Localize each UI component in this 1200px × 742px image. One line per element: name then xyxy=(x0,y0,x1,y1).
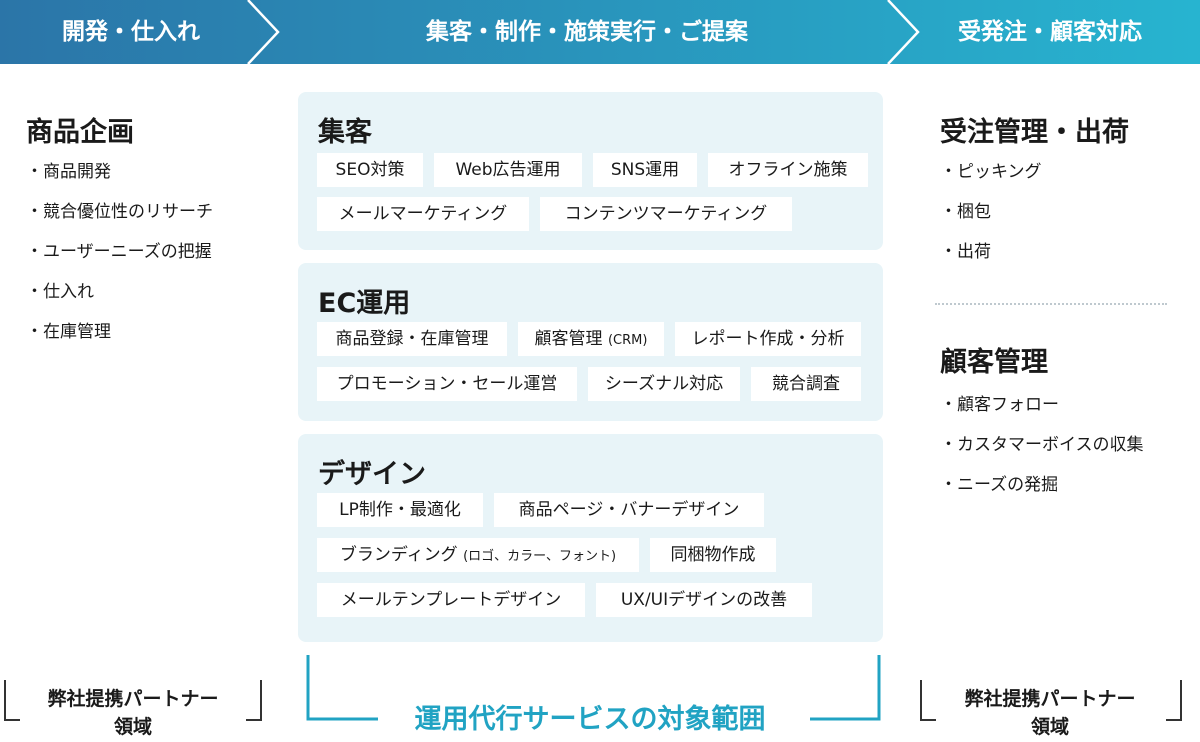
partner-label-line2: 領域 xyxy=(1030,716,1069,738)
left-column-title: 商品企画 xyxy=(26,117,134,148)
stage-develop-label: 開発・仕入れ xyxy=(62,19,200,45)
right-partner-label: 弊社提携パートナー 領域 xyxy=(925,685,1175,741)
service-tag: プロモーション・セール運営 xyxy=(317,367,577,401)
service-tag: Web広告運用 xyxy=(434,153,582,187)
service-tag: 商品ページ・バナーデザイン xyxy=(494,493,764,527)
panel-ec-operation: EC運用 商品登録・在庫管理 顧客管理 (CRM) レポート作成・分析 プロモー… xyxy=(298,263,883,421)
panel-design: デザイン LP制作・最適化 商品ページ・バナーデザイン ブランディング (ロゴ、… xyxy=(298,434,883,642)
list-item: カスタマーボイスの収集 xyxy=(940,425,1144,465)
list-item: 競合優位性のリサーチ xyxy=(26,192,213,232)
list-item: 仕入れ xyxy=(26,272,213,312)
list-item: ニーズの発掘 xyxy=(940,465,1144,505)
process-header: 開発・仕入れ 集客・制作・施策実行・ご提案 受発注・顧客対応 xyxy=(0,0,1200,64)
panel-title: EC運用 xyxy=(318,288,411,319)
left-partner-label: 弊社提携パートナー 領域 xyxy=(10,685,256,741)
tag-note: (ロゴ、カラー、フォント) xyxy=(463,549,617,564)
scope-label: 運用代行サービスの対象範囲 xyxy=(414,704,766,735)
list-item: 出荷 xyxy=(940,232,1042,272)
tag-text: 顧客管理 xyxy=(534,329,603,349)
partner-label-line2: 領域 xyxy=(113,716,152,738)
scope-bracket xyxy=(306,655,881,721)
stage-marketing-label: 集客・制作・施策実行・ご提案 xyxy=(426,19,748,45)
process-arrow-graphic xyxy=(0,0,1200,64)
list-item: 商品開発 xyxy=(26,152,213,192)
service-tag: 商品登録・在庫管理 xyxy=(317,322,507,356)
list-item: ピッキング xyxy=(940,152,1042,192)
service-tag: SEO対策 xyxy=(317,153,423,187)
service-tag: メールマーケティング xyxy=(317,197,529,231)
service-tag: メールテンプレートデザイン xyxy=(317,583,585,617)
service-tag: UX/UIデザインの改善 xyxy=(596,583,812,617)
right-partner-bracket xyxy=(920,680,1182,721)
list-item: ユーザーニーズの把握 xyxy=(26,232,213,272)
chevron-divider-1 xyxy=(247,0,280,64)
order-item-list: ピッキング 梱包 出荷 xyxy=(940,152,1042,272)
partner-label-line1: 弊社提携パートナー xyxy=(47,688,219,710)
tag-note: (CRM) xyxy=(607,333,648,348)
panel-title: 集客 xyxy=(318,117,372,148)
chevron-divider-2 xyxy=(887,0,920,64)
customer-management-title: 顧客管理 xyxy=(940,347,1048,378)
service-tag: オフライン施策 xyxy=(708,153,868,187)
list-item: 在庫管理 xyxy=(26,312,213,352)
service-tag: シーズナル対応 xyxy=(588,367,740,401)
tag-text: ブランディング xyxy=(339,545,458,565)
dotted-divider xyxy=(935,303,1167,305)
partner-label-line1: 弊社提携パートナー xyxy=(964,688,1136,710)
panel-title: デザイン xyxy=(318,459,426,490)
stage-order-label: 受発注・顧客対応 xyxy=(958,19,1142,45)
service-tag: レポート作成・分析 xyxy=(675,322,861,356)
list-item: 梱包 xyxy=(940,192,1042,232)
service-tag-branding: ブランディング (ロゴ、カラー、フォント) xyxy=(317,538,639,572)
left-item-list: 商品開発 競合優位性のリサーチ ユーザーニーズの把握 仕入れ 在庫管理 xyxy=(26,152,213,352)
list-item: 顧客フォロー xyxy=(940,385,1144,425)
service-tag: コンテンツマーケティング xyxy=(540,197,792,231)
service-tag: 同梱物作成 xyxy=(650,538,776,572)
panel-marketing: 集客 SEO対策 Web広告運用 SNS運用 オフライン施策 メールマーケティン… xyxy=(298,92,883,250)
customer-item-list: 顧客フォロー カスタマーボイスの収集 ニーズの発掘 xyxy=(940,385,1144,505)
service-tag-crm: 顧客管理 (CRM) xyxy=(518,322,664,356)
service-tag: SNS運用 xyxy=(593,153,697,187)
left-partner-bracket xyxy=(4,680,262,721)
service-tag: 競合調査 xyxy=(751,367,861,401)
order-management-title: 受注管理・出荷 xyxy=(940,117,1129,148)
service-tag: LP制作・最適化 xyxy=(317,493,483,527)
